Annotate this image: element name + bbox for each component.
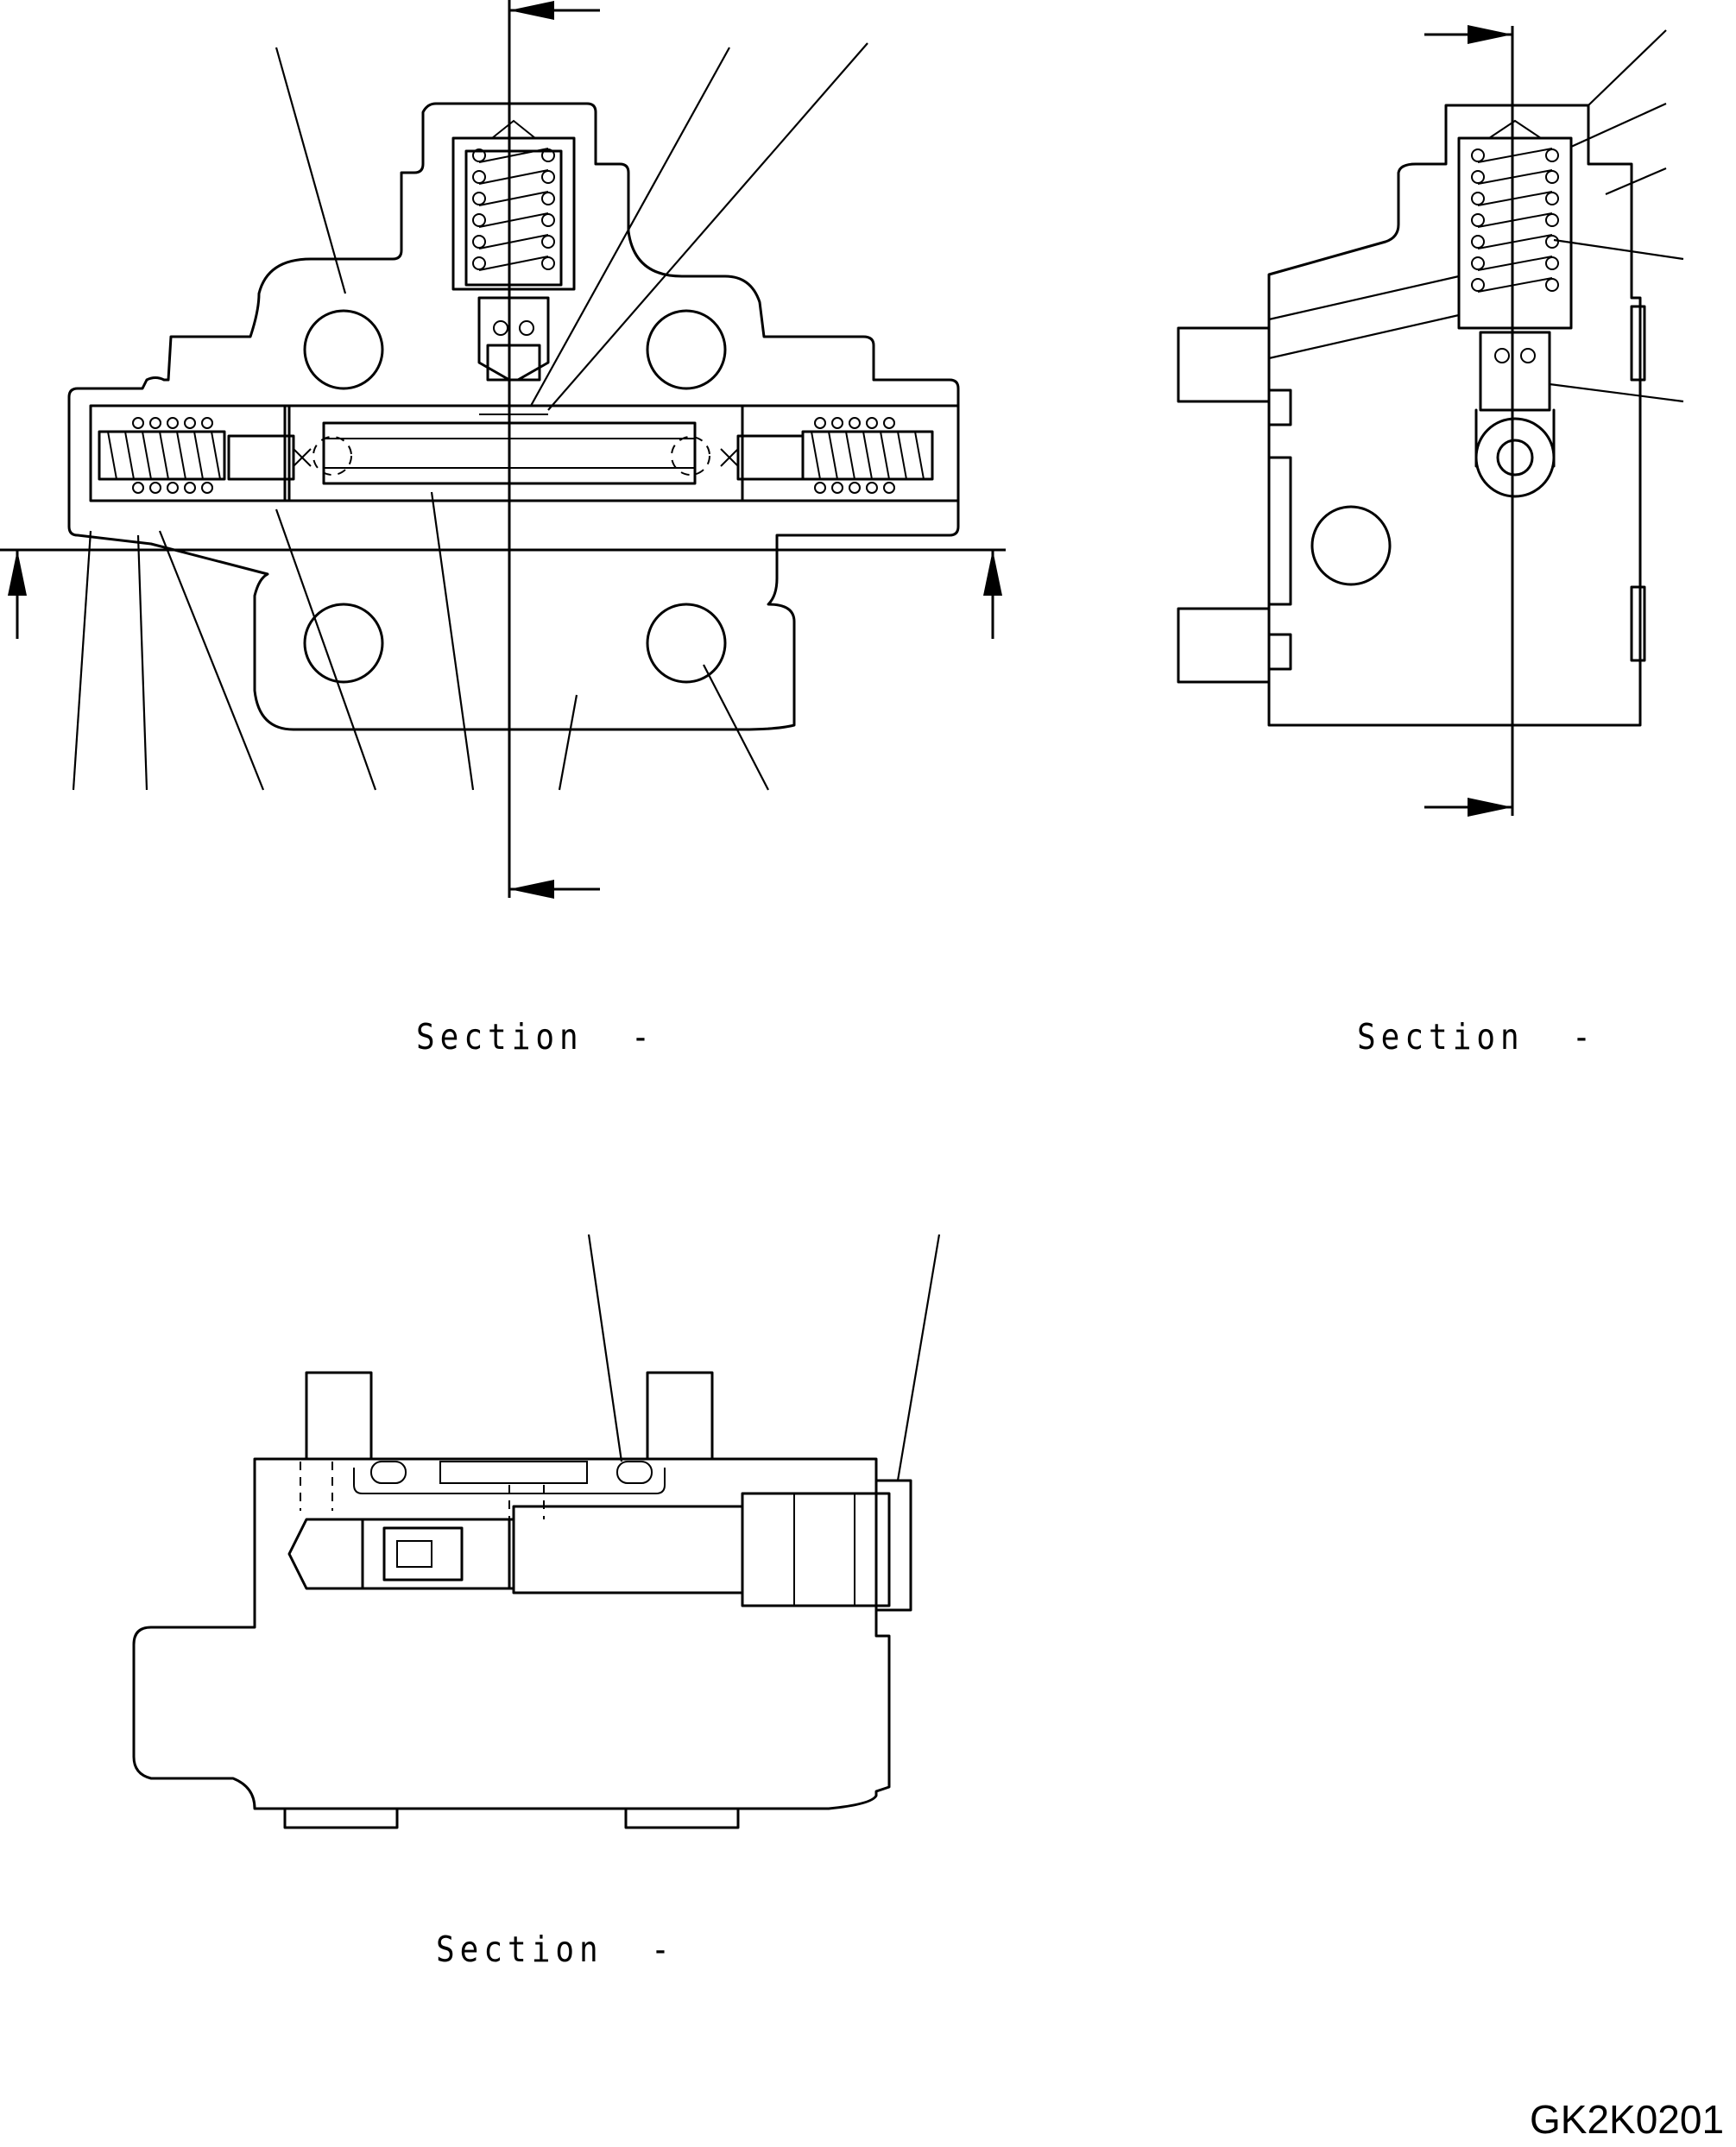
section-label-main: Section - — [416, 1017, 655, 1058]
main-section-view — [0, 0, 1006, 899]
main-leader-lines — [72, 42, 868, 791]
top-spring — [472, 119, 555, 271]
bottom-section-view — [132, 1234, 941, 1829]
bottom-leader-lines — [587, 1234, 941, 1481]
left-spring — [107, 417, 221, 494]
right-spring — [811, 417, 925, 494]
section-label-side: Section - — [1357, 1017, 1596, 1058]
hole-upper-right — [646, 309, 727, 390]
drawing-code: GK2K0201 — [1530, 2097, 1725, 2142]
side-leader-lines — [1268, 29, 1684, 403]
side-section-view — [1177, 25, 1684, 817]
hole-lower-left — [303, 603, 384, 684]
section-label-bottom: Section - — [436, 1929, 675, 1971]
hole-lower-right — [646, 603, 727, 684]
hole-upper-left — [303, 309, 384, 390]
